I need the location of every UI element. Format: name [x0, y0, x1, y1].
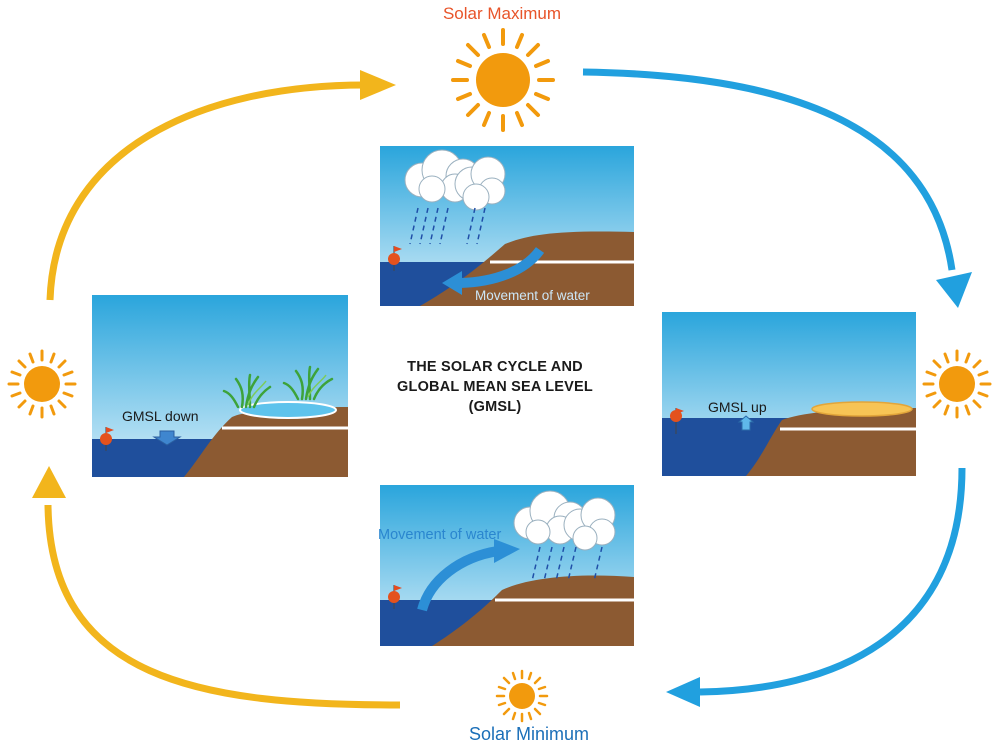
rain-icon — [531, 546, 603, 582]
panel-bottom: Movement of water — [378, 485, 634, 646]
cloud-icon — [513, 490, 616, 551]
yellow-arrowhead-left — [32, 466, 66, 498]
panel-left-caption: GMSL down — [122, 408, 199, 424]
water-movement-arrowhead — [442, 271, 462, 295]
pond — [239, 401, 337, 419]
blue-arrowhead-bottom — [666, 677, 700, 707]
cloud-icon — [404, 149, 506, 211]
buoy-flag-icon — [388, 246, 402, 271]
buoy-flag-icon — [388, 585, 402, 609]
panel-right: GMSL up — [662, 312, 916, 476]
panel-top: Movement of water — [380, 146, 634, 306]
buoy-flag-icon — [670, 408, 684, 434]
land — [432, 575, 634, 646]
yellow-arrow-left-up — [44, 504, 401, 709]
blue-arrowhead-right — [936, 272, 972, 308]
solar-minimum-label: Solar Minimum — [468, 724, 590, 744]
yellow-arrowhead-top — [360, 70, 396, 100]
water-movement-arrowhead — [494, 539, 520, 563]
sun-icon — [495, 669, 549, 723]
water-movement-arrow — [459, 246, 545, 288]
panel-top-caption: Movement of water — [475, 288, 590, 303]
panel-bottom-caption: Movement of water — [378, 527, 501, 543]
grass-icon — [247, 374, 327, 406]
dry-pond — [811, 401, 913, 417]
panel-right-caption: GMSL up — [708, 399, 767, 415]
cycle-arrows — [32, 68, 972, 709]
land — [746, 408, 916, 476]
sun-icon — [922, 349, 992, 419]
sun-icon — [7, 349, 77, 419]
title-line-2: GLOBAL MEAN SEA LEVEL — [397, 379, 593, 395]
panel-left: GMSL down — [92, 295, 348, 477]
up-arrow-icon — [737, 415, 755, 431]
yellow-arrow-left-top — [46, 81, 366, 301]
down-arrow-icon — [152, 430, 182, 446]
sun-icon — [451, 28, 555, 132]
blue-arrow-top-right — [582, 68, 956, 271]
solar-maximum-label: Solar Maximum — [442, 4, 562, 23]
diagram-title: THE SOLAR CYCLE AND GLOBAL MEAN SEA LEVE… — [370, 357, 620, 417]
grass-icon — [222, 365, 334, 409]
blue-arrow-right-bottom — [699, 467, 966, 696]
buoy-flag-icon — [100, 427, 114, 451]
water-movement-arrow — [417, 546, 499, 612]
rain-icon — [409, 207, 486, 245]
title-line-1: THE SOLAR CYCLE AND — [407, 359, 583, 375]
land — [184, 407, 348, 477]
title-line-3: (GMSL) — [468, 399, 522, 415]
